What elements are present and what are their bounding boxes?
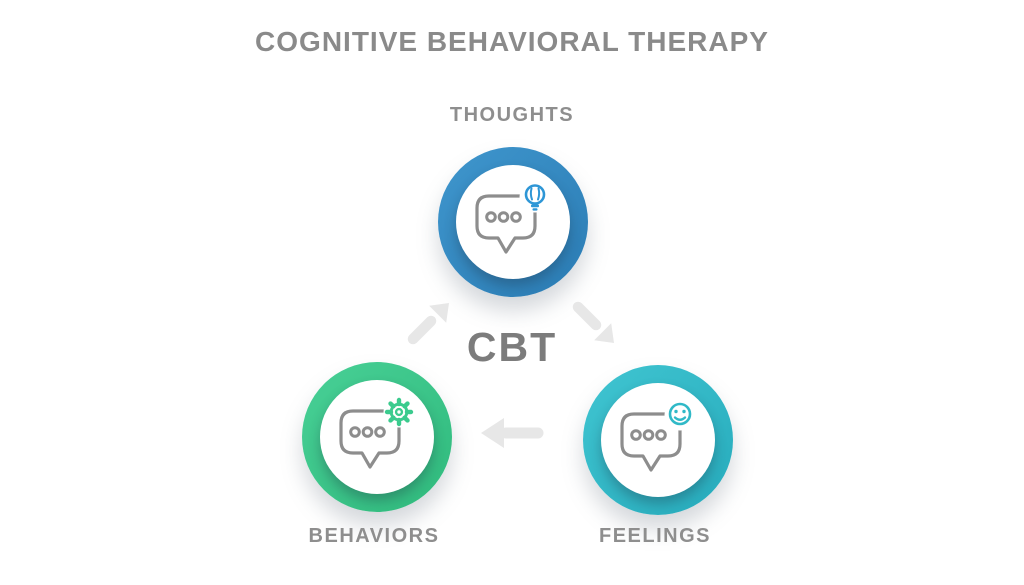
node-thoughts-inner [456, 165, 570, 279]
node-label-feelings: FEELINGS [598, 525, 711, 547]
node-behaviors [302, 362, 452, 512]
node-behaviors-inner [320, 380, 434, 494]
arrow-feelings-to-behaviors [481, 418, 544, 448]
speech-bubble-smiley-icon [620, 400, 696, 472]
node-thoughts [438, 147, 588, 297]
arrow-thoughts-to-feelings [572, 301, 614, 343]
node-label-behaviors: BEHAVIORS [308, 525, 440, 547]
arrow-behaviors-to-thoughts [407, 303, 449, 345]
speech-bubble-gear-icon [339, 397, 415, 469]
page-title: COGNITIVE BEHAVIORAL THERAPY [255, 26, 769, 57]
node-feelings [583, 365, 733, 515]
speech-bubble-lightbulb-icon [475, 182, 551, 254]
node-label-thoughts: THOUGHTS [449, 104, 575, 126]
center-label: CBT [466, 324, 558, 370]
node-feelings-inner [601, 383, 715, 497]
